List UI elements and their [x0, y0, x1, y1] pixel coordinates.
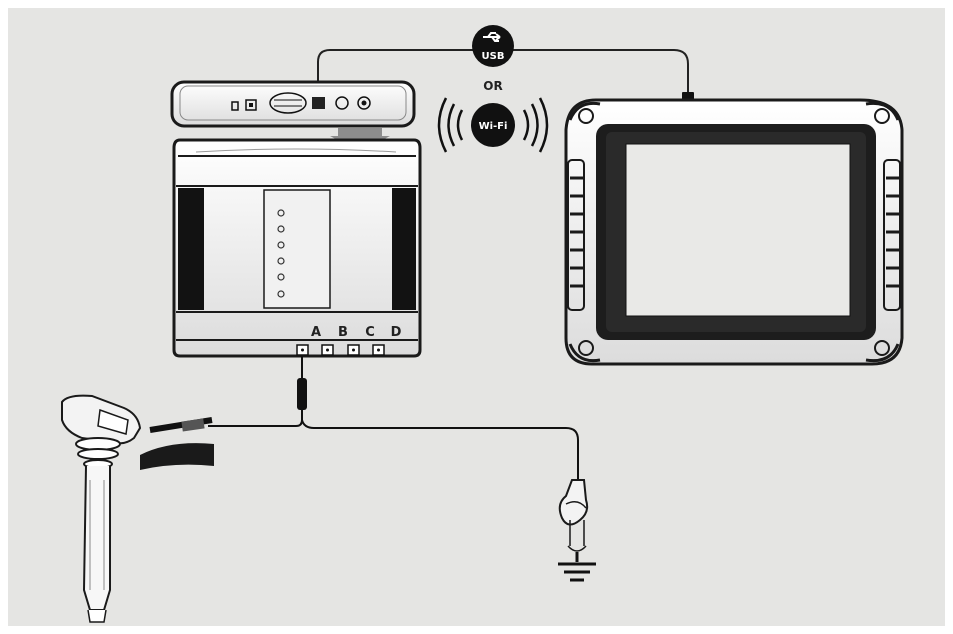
back-probe	[140, 417, 214, 470]
vci-top-module	[170, 80, 416, 128]
wifi-label: Wi-Fi	[479, 121, 508, 132]
ignition-coil	[61, 394, 142, 623]
led-4	[277, 257, 285, 265]
led-3	[277, 241, 285, 249]
probe-cable	[208, 356, 579, 480]
wifi-icon: Wi-Fi	[437, 97, 549, 153]
led-1	[277, 209, 285, 217]
led-6	[277, 290, 285, 298]
ground-clip	[558, 479, 589, 552]
channel-label-c: C	[365, 325, 375, 340]
channel-label-b: B	[338, 325, 348, 340]
usb-label: USB	[482, 51, 505, 62]
channel-label-d: D	[391, 325, 402, 340]
tablet-screen	[625, 143, 851, 317]
tablet	[564, 98, 904, 366]
ground-icon	[558, 552, 596, 582]
or-label: OR	[483, 79, 502, 93]
led-2	[277, 225, 285, 233]
usb-port	[312, 97, 325, 109]
usb-icon: USB	[472, 25, 514, 67]
led-5	[277, 273, 285, 281]
vci-box	[172, 138, 422, 358]
channel-label-a: A	[311, 325, 321, 340]
